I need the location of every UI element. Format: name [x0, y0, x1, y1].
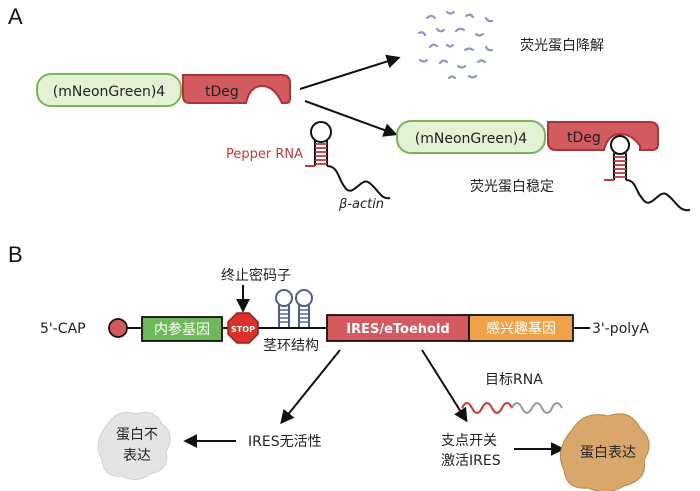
- tdeg-label-2: tDeg: [567, 130, 601, 146]
- stable-label: 荧光蛋白稳定: [470, 178, 554, 195]
- mneongreen-box-2: [396, 120, 546, 154]
- no-expression-line2: 表达: [123, 448, 151, 464]
- ref-gene-box: [141, 316, 223, 342]
- target-rna-icon: [461, 402, 563, 414]
- pepper-rna-label: Pepper RNA: [226, 147, 303, 162]
- construct-unstable: (mNeonGreen)4 tDeg: [36, 73, 291, 107]
- arrow-to-switch: [421, 349, 468, 423]
- arrow-to-degraded: [299, 54, 401, 90]
- bound-pepper-loop-icon: [610, 135, 630, 155]
- construct-stable: (mNeonGreen)4 tDeg: [396, 120, 691, 212]
- ires-inactive-label: IRES无活性: [248, 434, 322, 450]
- ires-label: IRES/eToehold: [346, 322, 450, 337]
- panel-label-a: A: [8, 4, 23, 29]
- tdeg-box: [182, 74, 291, 104]
- stop-codon-label: 终止密码子: [221, 267, 291, 284]
- stem-loop-icon: [275, 289, 313, 327]
- tdeg-box-2: [547, 121, 659, 151]
- arrow-to-stable: [304, 100, 398, 137]
- goi-label: 感兴趣基因: [486, 320, 556, 337]
- stop-sign-text: STOP: [231, 325, 255, 334]
- ires-box: [326, 314, 470, 342]
- cap-label: 5'-CAP: [40, 321, 86, 337]
- arrow-to-inactive: [280, 349, 341, 425]
- no-expression-line1: 蛋白不: [116, 427, 158, 443]
- ref-gene-label: 内参基因: [154, 321, 210, 338]
- target-rna-label: 目标RNA: [485, 372, 543, 388]
- degraded-label: 荧光蛋白降解: [520, 37, 604, 54]
- beta-actin-label: β-actin: [338, 197, 384, 212]
- protein-tan-icon: [559, 413, 650, 491]
- stop-sign-icon: STOP: [227, 312, 259, 344]
- stem-label: 茎环结构: [263, 338, 319, 354]
- protein-grey-icon: [97, 411, 171, 480]
- switch-line1: 支点开关: [441, 433, 497, 449]
- panel-label-b: B: [8, 242, 23, 267]
- polya-label: 3'-polyA: [592, 321, 649, 337]
- tdeg-label: tDeg: [205, 84, 239, 100]
- switch-line2: 激活IRES: [441, 452, 501, 469]
- mneongreen-box: [36, 73, 182, 107]
- expression-label: 蛋白表达: [580, 445, 636, 461]
- mneongreen-label-2: (mNeonGreen)4: [415, 131, 527, 147]
- goi-box: [468, 314, 574, 342]
- pepper-rna-aptamer-icon: [305, 121, 391, 200]
- mneongreen-label: (mNeonGreen)4: [53, 84, 165, 100]
- degraded-fragments-icon: [417, 10, 494, 80]
- cap-icon: [108, 318, 128, 338]
